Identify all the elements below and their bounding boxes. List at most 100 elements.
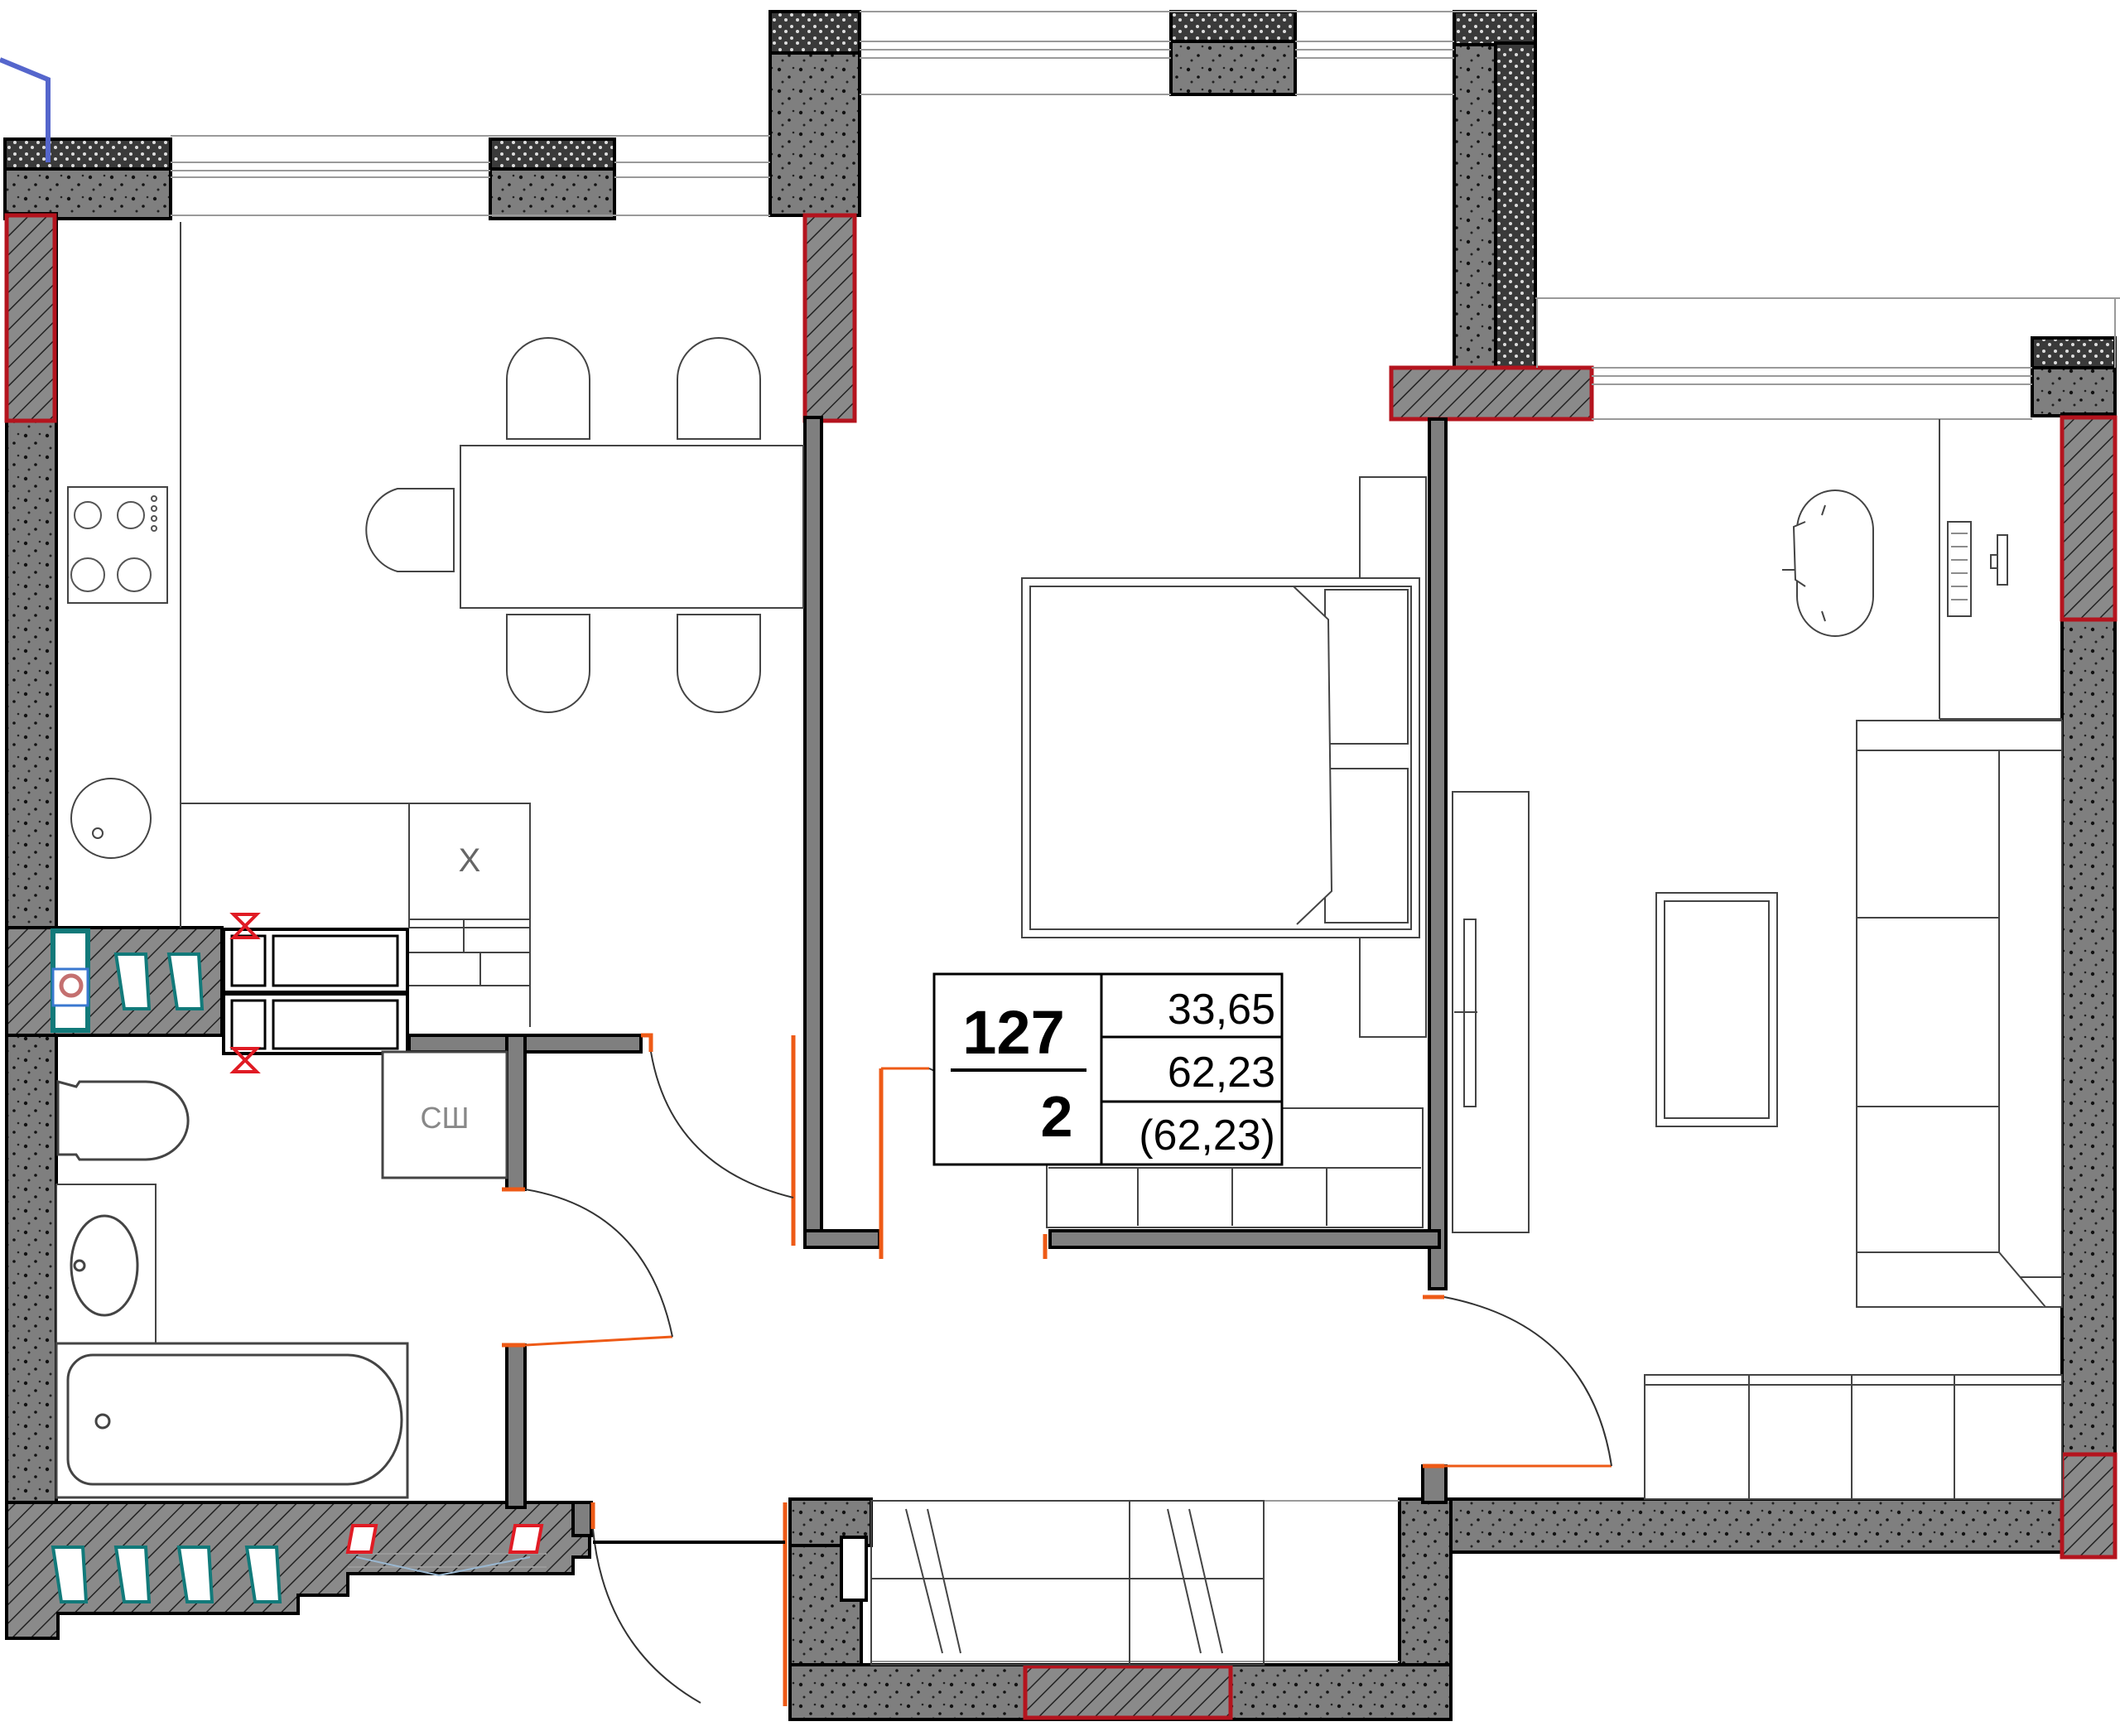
faucet-icon bbox=[73, 1259, 86, 1272]
vent-duct-icon bbox=[51, 1546, 89, 1603]
vent-duct-icon bbox=[113, 1546, 152, 1603]
riser-box-top-inner bbox=[230, 934, 267, 987]
wall-bedroom-right-top bbox=[1453, 41, 1501, 369]
living-furniture bbox=[1452, 419, 2063, 1500]
corner-detail bbox=[0, 57, 51, 162]
vent-duct-icon bbox=[166, 952, 205, 1010]
column-right-bottom bbox=[2060, 1452, 2118, 1560]
pillow-bottom bbox=[1324, 768, 1409, 923]
wall-bedroom-right-top-ins bbox=[1453, 10, 1537, 46]
apartment-number: 127 bbox=[962, 998, 1064, 1067]
burner-icon bbox=[117, 557, 152, 592]
vent-duct-icon bbox=[244, 1546, 282, 1603]
stove-burners bbox=[70, 495, 157, 592]
chair-bottom-left bbox=[506, 614, 590, 713]
valve-marker-top-icon bbox=[229, 913, 261, 939]
kitchen-furniture: Х bbox=[67, 222, 531, 1027]
vent-duct-icon bbox=[176, 1546, 214, 1603]
wall-bedroom-right-ins-v bbox=[1494, 41, 1537, 369]
bathroom-shaft-block bbox=[5, 1501, 591, 1640]
dining-table bbox=[460, 445, 804, 609]
burner-icon bbox=[74, 501, 102, 529]
pier-bedroom-top bbox=[1169, 36, 1297, 96]
sink-drain-icon bbox=[92, 827, 104, 839]
column-left-top bbox=[4, 213, 57, 423]
column-kitchen-top bbox=[802, 213, 857, 423]
column-loggia-bottom bbox=[1023, 1664, 1233, 1720]
bathtub-inner bbox=[66, 1353, 403, 1486]
keyboard-icon bbox=[1947, 521, 1972, 617]
parapet-mid bbox=[489, 137, 616, 171]
kitchen-unit-lines bbox=[409, 803, 531, 1027]
blanket-fold bbox=[1293, 586, 1333, 925]
door-swing-kitchen bbox=[650, 1051, 794, 1198]
partition-bath-lower bbox=[505, 1343, 527, 1509]
column-right-top bbox=[2060, 415, 2118, 622]
riser-box-bottom-inner2 bbox=[272, 999, 399, 1050]
door-jamb-marker bbox=[641, 1033, 653, 1052]
keyboard-keys bbox=[1951, 533, 1968, 600]
window-loggia bbox=[870, 1500, 1400, 1662]
partition-living-bottom-stub bbox=[1421, 1464, 1448, 1504]
partition-bedroom-bottom bbox=[1048, 1229, 1441, 1249]
partition-wc-bottom bbox=[571, 1501, 593, 1537]
window-marker-icon bbox=[345, 1524, 378, 1554]
chair-left bbox=[365, 488, 455, 572]
loggia-door-frame bbox=[840, 1536, 868, 1602]
apartment-spec-label: 127 2 33,65 62,23 (62,23) bbox=[932, 972, 1284, 1166]
washbasin bbox=[70, 1214, 139, 1317]
door-swing-loggia bbox=[592, 1528, 701, 1704]
washing-machine-box bbox=[381, 1050, 508, 1179]
door-swing-bath bbox=[524, 1189, 673, 1338]
wall-kitchen-bedroom-top bbox=[768, 48, 861, 217]
sofa-back bbox=[1856, 720, 2063, 751]
office-chair bbox=[1796, 489, 1874, 637]
sideboard-doors bbox=[1645, 1375, 2062, 1499]
total-area: 62,23 bbox=[1168, 1049, 1275, 1097]
burner-icon bbox=[117, 501, 145, 529]
loggia-storage bbox=[870, 1500, 1265, 1666]
door-swing-living bbox=[1443, 1296, 1612, 1467]
partition-kitchen-bedroom bbox=[803, 416, 823, 1247]
wall-kitchen-bedroom-top-ins bbox=[768, 10, 861, 55]
riser-box-bottom-inner bbox=[230, 999, 267, 1050]
pier-bedroom-top-ins bbox=[1169, 10, 1297, 43]
loggia-cabinet bbox=[870, 1500, 1265, 1666]
bathroom-fixtures: СШ bbox=[55, 1050, 508, 1499]
pier-living-top-right-ins bbox=[2031, 336, 2117, 369]
window-bedroom bbox=[860, 11, 1537, 95]
shaft-wall-bottom-left bbox=[5, 1501, 591, 1640]
window-living bbox=[1535, 297, 2120, 420]
column-bedroom-right bbox=[1389, 365, 1594, 422]
coffee-table-inner bbox=[1664, 900, 1770, 1119]
partition-bedroom-living bbox=[1428, 417, 1448, 1290]
kitchen-sink bbox=[70, 778, 152, 859]
chair-bottom-right bbox=[677, 614, 761, 713]
pillow-top bbox=[1324, 589, 1409, 745]
pier-living-top-right bbox=[2031, 363, 2117, 417]
gas-valve-icon bbox=[59, 973, 84, 998]
valve-marker-bottom-icon bbox=[229, 1047, 261, 1073]
toilet bbox=[56, 1080, 190, 1161]
partition-kitchen-bedroom-foot bbox=[803, 1229, 881, 1249]
wall-bottom-right bbox=[1398, 1497, 2117, 1554]
monitor-icon bbox=[1990, 534, 2008, 586]
sofa-chaise bbox=[1857, 1251, 2046, 1308]
living-area: 33,65 bbox=[1168, 986, 1275, 1034]
total-area-with-balcony: (62,23) bbox=[1139, 1112, 1275, 1160]
riser-box-top-inner2 bbox=[272, 934, 399, 987]
window-markers bbox=[345, 1524, 544, 1554]
utility-shaft-mid bbox=[5, 913, 409, 1073]
wall-top-left bbox=[3, 164, 172, 220]
parapet-left bbox=[3, 137, 172, 171]
window-kitchen bbox=[171, 135, 770, 216]
office-chair-base bbox=[1782, 504, 1826, 622]
interior-walls bbox=[407, 416, 1448, 1537]
burner-icon bbox=[70, 557, 105, 592]
dresser-drawers bbox=[1048, 1167, 1421, 1226]
chair-top-right bbox=[677, 337, 761, 440]
sofa-arm bbox=[1998, 750, 2063, 1278]
chair-top-left bbox=[506, 337, 590, 440]
shaft-mid-block bbox=[5, 926, 224, 1037]
